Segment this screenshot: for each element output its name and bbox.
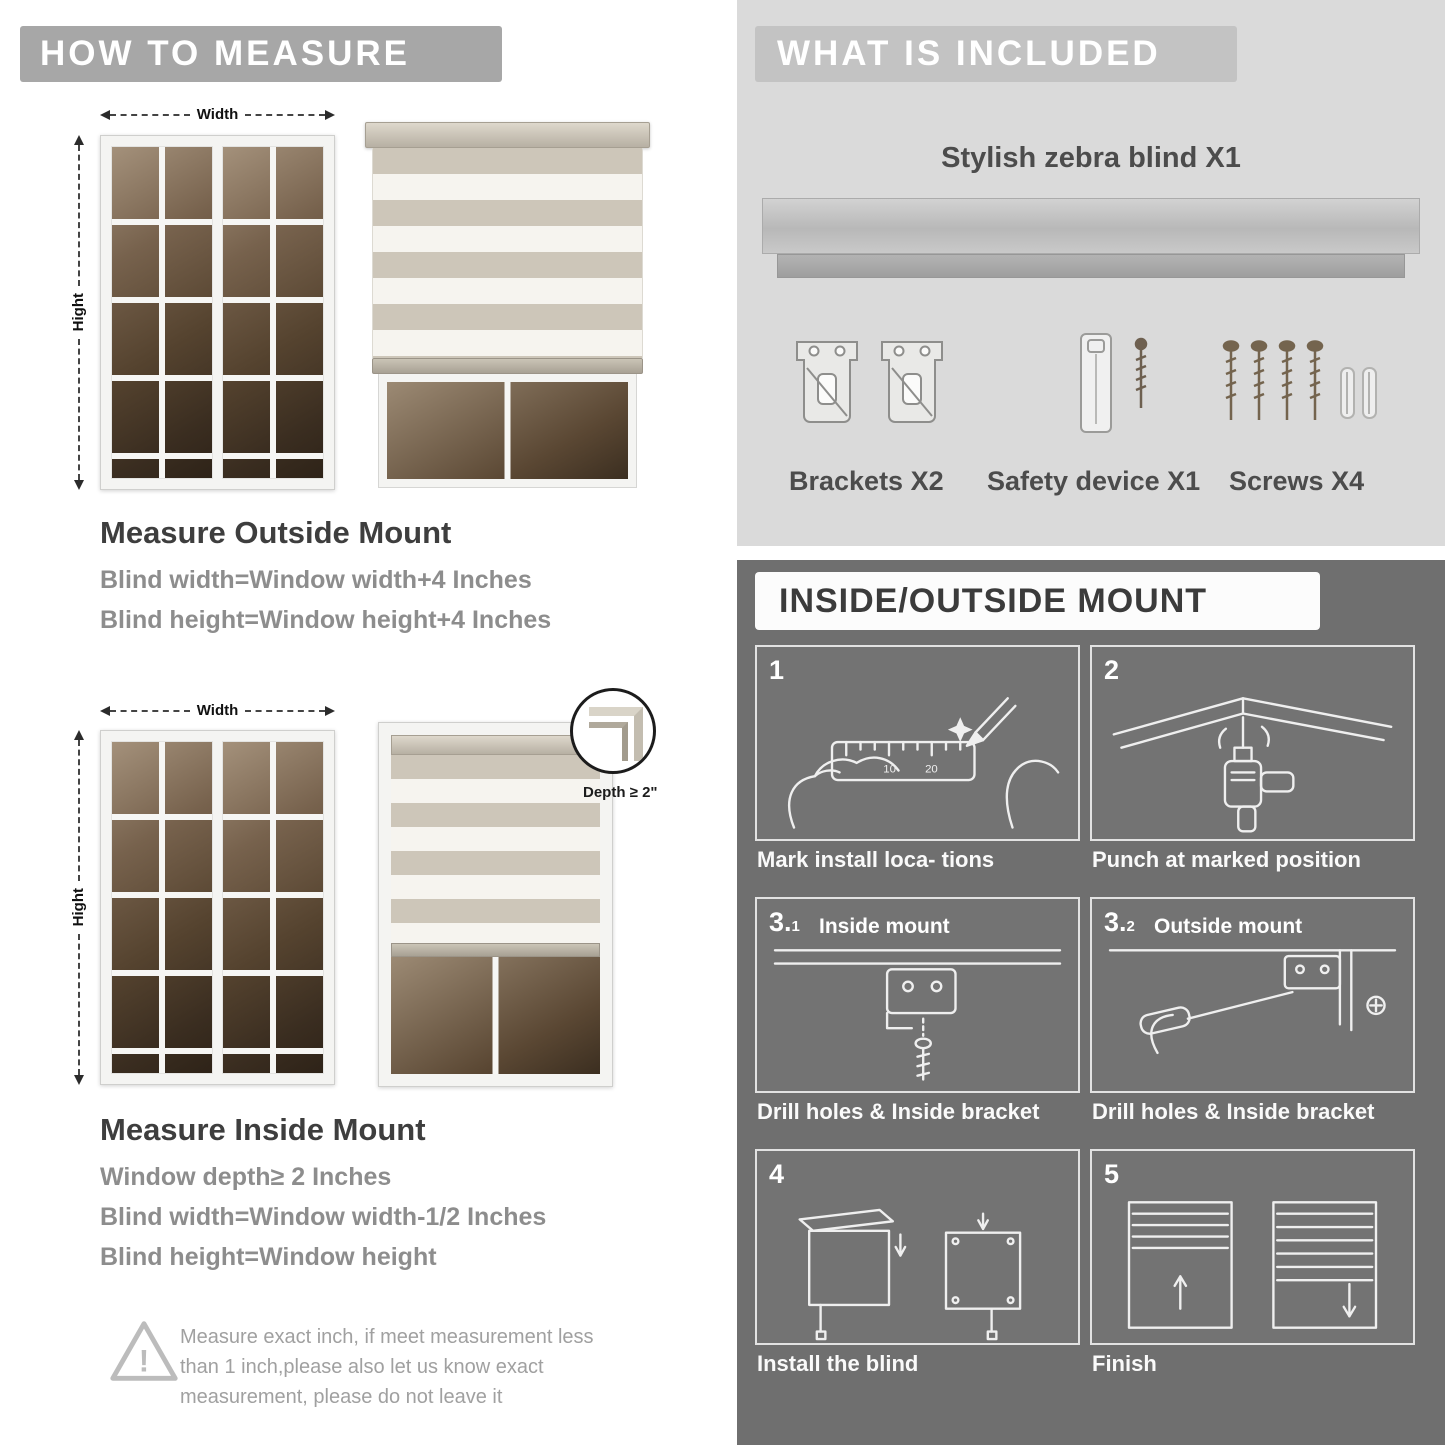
outside-mount-line2: Blind height=Window height+4 Inches [100, 606, 552, 634]
width-label: Width [196, 702, 239, 719]
step-2-panel: 2 [1090, 645, 1415, 841]
outside-mount-title: Measure Outside Mount [100, 515, 452, 550]
arrowhead-left-icon [100, 705, 110, 716]
inside-mount-line3: Blind height=Window height [100, 1243, 437, 1271]
arrowhead-up-icon [73, 135, 84, 145]
warning-text: Measure exact inch, if meet measurement … [180, 1326, 594, 1408]
blind-stripes [391, 755, 600, 943]
step-1-panel: 1 10 20 [755, 645, 1080, 841]
step-5-panel: 5 [1090, 1149, 1415, 1345]
zebra-blind-outside-figure [365, 122, 650, 488]
height-label: Hight [70, 293, 87, 332]
dashed-line [110, 709, 190, 712]
height-label: Hight [70, 888, 87, 927]
dashed-line [110, 113, 190, 116]
arrowhead-up-icon [73, 730, 84, 740]
blind-headrail-profile [777, 254, 1405, 278]
step-3-2-caption: Drill holes & Inside bracket [1092, 1099, 1375, 1124]
inside-mount-line1: Window depth≥ 2 Inches [100, 1163, 392, 1191]
arrowhead-right-icon [325, 109, 336, 120]
what-is-included-header: WHAT IS INCLUDED [755, 26, 1237, 82]
dashed-line [77, 740, 80, 882]
dashed-line [245, 709, 326, 712]
dashed-line [77, 338, 80, 481]
dashed-line [77, 145, 80, 287]
blind-bottom-rail [391, 943, 600, 957]
step-5-illustration [1094, 1189, 1411, 1341]
height-dimension-arrow: Hight [70, 730, 87, 1086]
frame-corner-inner [589, 722, 628, 761]
step-number: 3.1 [769, 907, 800, 937]
zebra-blind-inside-figure [378, 722, 613, 1087]
brackets-label: Brackets X2 [789, 466, 944, 496]
step-number: 3.2 [1104, 907, 1135, 937]
mount-header: INSIDE/OUTSIDE MOUNT [755, 572, 1320, 630]
inside-mount-line2: Blind width=Window width-1/2 Inches [100, 1203, 547, 1231]
how-to-measure-header: HOW TO MEASURE [20, 26, 502, 82]
width-label: Width [196, 106, 239, 123]
blind-item-label: Stylish zebra blind X1 [941, 142, 1241, 174]
svg-text:!: ! [139, 1344, 149, 1379]
frame-corner-outer [589, 707, 643, 761]
what-is-included-section: WHAT IS INCLUDED Stylish zebra blind X1 [737, 0, 1445, 546]
step-3-1-caption: Drill holes & Inside bracket [757, 1099, 1040, 1124]
width-dimension-arrow: Width [100, 702, 336, 719]
screws-icon [1222, 340, 1377, 420]
blind-stripes [372, 148, 643, 358]
screws-label: Screws X4 [1229, 466, 1365, 496]
spark-mark-icon [947, 717, 973, 742]
width-dimension-arrow: Width [100, 106, 336, 123]
step-number: 4 [769, 1159, 785, 1189]
step-3-2-panel: 3.2 Outside mount [1090, 897, 1415, 1093]
step-3-1-panel: 3.1 Inside mount [755, 897, 1080, 1093]
brackets-icon [796, 341, 943, 423]
dashed-line [77, 933, 80, 1076]
window-sash [222, 146, 324, 479]
step-1-illustration: 10 20 [759, 685, 1076, 837]
step-4-panel: 4 [755, 1149, 1080, 1345]
arrowhead-left-icon [100, 109, 110, 120]
window-sash [222, 741, 324, 1074]
warning-triangle-icon: ! [110, 1321, 178, 1381]
ruler-mark-20: 20 [925, 763, 938, 775]
step-2-caption: Punch at marked position [1092, 847, 1361, 872]
step-3-2-label: Outside mount [1154, 915, 1303, 938]
window-panes [391, 957, 600, 1074]
step-number: 2 [1104, 655, 1120, 685]
step-5-caption: Finish [1092, 1351, 1157, 1376]
mount-instructions-section: INSIDE/OUTSIDE MOUNT 1 [737, 560, 1445, 1445]
blind-cassette [391, 735, 600, 755]
ruler-mark-10: 10 [883, 763, 896, 775]
outside-mount-line1: Blind width=Window width+4 Inches [100, 566, 532, 594]
step-2-illustration [1094, 685, 1411, 837]
step-4-caption: Install the blind [757, 1351, 919, 1376]
window-photo-outside [100, 135, 335, 490]
step-number: 1 [769, 655, 785, 685]
depth-detail-magnifier [570, 688, 656, 774]
step-3-1-illustration [759, 937, 1076, 1089]
window-photo-inside [100, 730, 335, 1085]
arrowhead-down-icon [73, 480, 84, 491]
depth-label: Depth ≥ 2" [583, 784, 658, 801]
blind-headrail-illustration [762, 198, 1420, 254]
arrowhead-down-icon [73, 1075, 84, 1086]
inside-mount-title: Measure Inside Mount [100, 1112, 426, 1147]
safety-device-label: Safety device X1 [987, 466, 1201, 496]
height-dimension-arrow: Hight [70, 135, 87, 491]
window-sash [111, 146, 213, 479]
safety-device-icon [1080, 333, 1148, 433]
blind-cassette [365, 122, 650, 148]
step-3-1-label: Inside mount [819, 915, 950, 938]
step-4-illustration [759, 1189, 1076, 1341]
dashed-line [245, 113, 326, 116]
step-number: 5 [1104, 1159, 1120, 1189]
window-sash [111, 741, 213, 1074]
blind-bottom-rail [372, 358, 643, 374]
arrowhead-right-icon [325, 705, 336, 716]
window-behind-blind [378, 373, 637, 488]
step-1-caption: Mark install loca- tions [757, 847, 995, 872]
step-3-2-illustration [1094, 937, 1411, 1089]
